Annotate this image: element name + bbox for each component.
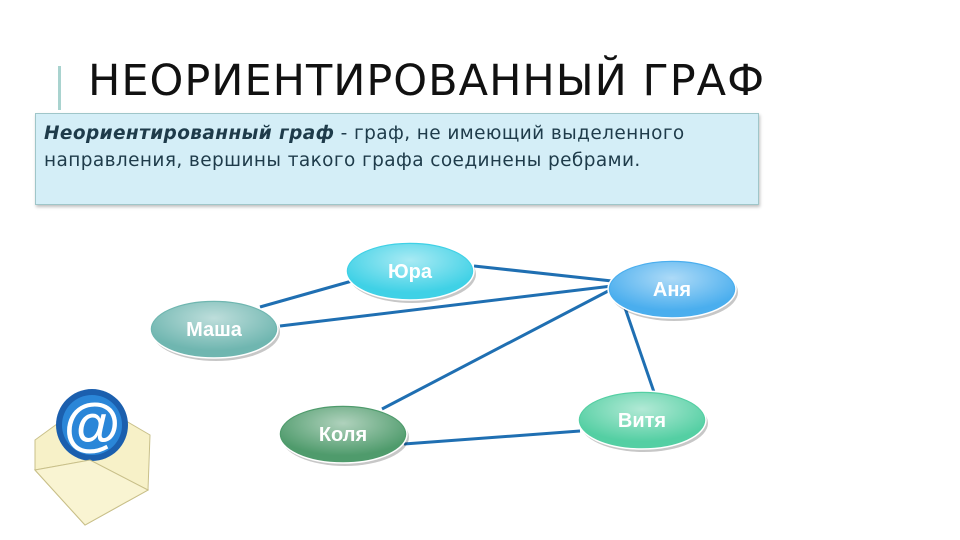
edge-kolya-anya: [381, 287, 613, 411]
page-title: НЕОРИЕНТИРОВАННЫЙ ГРАФ: [88, 56, 766, 106]
email-envelope-icon: @: [34, 389, 151, 526]
node-label-vitya: Витя: [618, 410, 666, 432]
graph-edges: [259, 264, 657, 446]
svg-text:@: @: [64, 392, 121, 457]
node-anya: Аня: [607, 259, 738, 321]
node-vitya: Витя: [577, 390, 708, 452]
node-label-yura: Юра: [388, 261, 433, 283]
node-label-kolya: Коля: [319, 424, 367, 446]
edge-kolya-vitya: [403, 429, 581, 446]
edge-masha-anya: [279, 284, 613, 328]
node-yura: Юра: [345, 241, 476, 303]
definition-box: Неориентированный граф - граф, не имеющи…: [35, 113, 759, 205]
edge-yura-anya: [473, 264, 613, 283]
edge-masha-yura: [259, 279, 353, 309]
node-label-masha: Маша: [186, 319, 243, 341]
edge-anya-vitya: [622, 304, 657, 396]
definition-text: - граф, не имеющий выделенного направлен…: [44, 123, 685, 171]
title-accent-bar: [58, 66, 61, 110]
node-kolya: Коля: [278, 404, 409, 466]
definition-term: Неориентированный граф: [44, 123, 335, 144]
node-masha: Маша: [149, 299, 280, 361]
node-label-anya: Аня: [653, 279, 691, 301]
